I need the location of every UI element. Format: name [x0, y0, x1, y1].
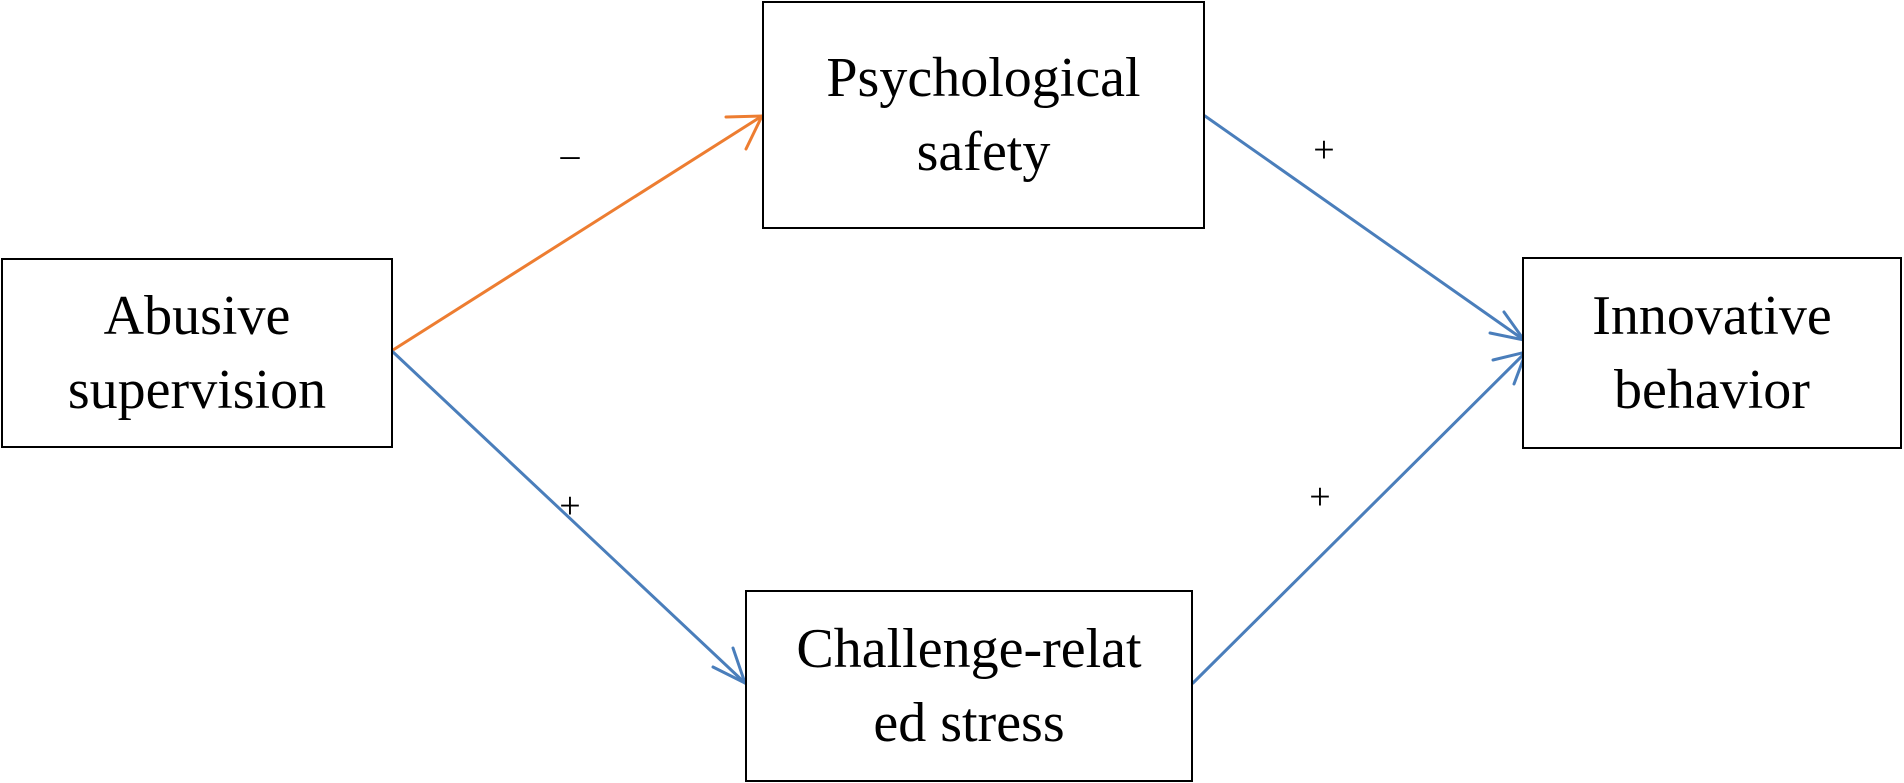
node-abusive-supervision-label: Abusive supervision	[67, 285, 327, 421]
node-innovative-behavior: Innovative behavior	[1522, 257, 1902, 449]
edge-sign-safety-innovative: +	[1313, 129, 1335, 171]
edge-stress-to-innovative	[1191, 349, 1529, 685]
node-abusive-supervision: Abusive supervision	[1, 258, 393, 448]
edge-sign-stress-innovative: +	[1309, 476, 1331, 518]
node-innovative-behavior-label: Innovative behavior	[1592, 285, 1832, 421]
node-psychological-safety: Psychological safety	[762, 1, 1205, 229]
edge-sign-abusive-stress: +	[559, 485, 581, 527]
edge-sign-abusive-safety: –	[560, 134, 580, 176]
node-challenge-related-stress: Challenge-relat ed stress	[745, 590, 1193, 782]
node-challenge-related-stress-label: Challenge-relat ed stress	[796, 618, 1142, 754]
edge-safety-to-innovative	[1203, 114, 1528, 343]
node-psychological-safety-label: Psychological safety	[826, 47, 1141, 183]
